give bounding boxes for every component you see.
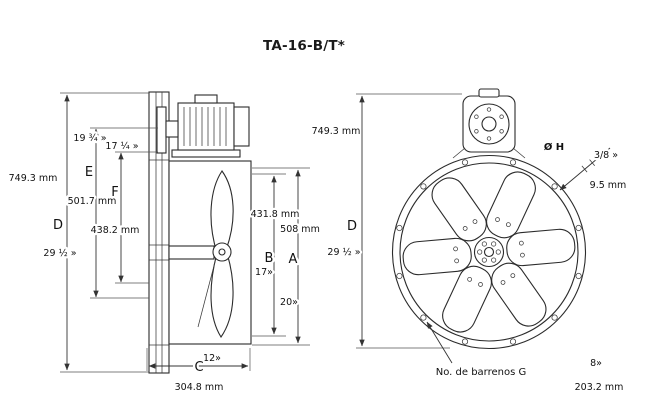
dim-a bbox=[252, 167, 310, 346]
dim-d-letter-left: D bbox=[53, 218, 63, 233]
hole-diameter-label: Ø H bbox=[544, 141, 564, 153]
side-view-propeller bbox=[168, 170, 234, 338]
dim-g-in: 8» bbox=[590, 358, 602, 369]
fan-hub bbox=[473, 236, 505, 268]
motor-face-bolts bbox=[474, 107, 504, 141]
hub-center bbox=[218, 248, 226, 256]
dim-f-mm: 438.2 mm bbox=[91, 225, 140, 236]
hole-in: 3/8 » bbox=[594, 150, 618, 161]
side-view: 749.3 mm D 29 ½ » 19 ¾ » E 501.7 mm 17 ¼… bbox=[9, 91, 322, 393]
dim-b-in: 17» bbox=[255, 267, 273, 278]
rim-bolt-holes bbox=[396, 159, 582, 345]
dim-b-letter: B bbox=[265, 251, 274, 266]
dim-c-mm: 304.8 mm bbox=[175, 382, 224, 393]
dim-d-in-right: 29 ½ » bbox=[327, 247, 360, 258]
dim-e-mm: 501.7 mm bbox=[68, 196, 117, 207]
dim-b-mm: 431.8 mm bbox=[251, 209, 300, 220]
front-view: 749.3 mm D 29 ½ » Ø H 3/8 » 9.5 mm No. d… bbox=[312, 88, 629, 393]
dim-d-right bbox=[356, 93, 462, 349]
motor-end-cap bbox=[233, 106, 250, 147]
motor-terminal-box bbox=[194, 94, 218, 104]
dim-d-in-left: 29 ½ » bbox=[43, 248, 76, 259]
dim-c-in: 12» bbox=[203, 353, 221, 364]
dim-b bbox=[252, 173, 286, 337]
hole-diameter-callout bbox=[559, 147, 611, 191]
side-view-panel bbox=[148, 91, 170, 374]
dim-a-in: 20» bbox=[280, 297, 298, 308]
fan-blades bbox=[402, 171, 576, 333]
motor-pulley bbox=[156, 106, 167, 154]
front-view-motor bbox=[452, 88, 526, 159]
dim-f-in: 17 ¼ » bbox=[105, 141, 138, 152]
dim-g-mm: 203.2 mm bbox=[575, 382, 624, 393]
motor-top-cap bbox=[478, 88, 500, 98]
motor-ribs bbox=[183, 107, 227, 146]
drawing-title: TA-16-B/T* bbox=[262, 38, 346, 54]
hub-arm bbox=[168, 245, 215, 260]
dim-d-left bbox=[60, 92, 149, 373]
motor-shaft bbox=[165, 120, 179, 138]
dim-e-in: 19 ¾ » bbox=[73, 133, 106, 144]
hub-center-hole bbox=[483, 246, 495, 258]
fan-ring-inner bbox=[399, 162, 579, 342]
dim-c-letter: C bbox=[194, 360, 203, 375]
dim-f-letter: F bbox=[111, 185, 118, 200]
dim-d-mm-left: 749.3 mm bbox=[9, 173, 58, 184]
dim-a-letter: A bbox=[289, 252, 298, 267]
hole-mm: 9.5 mm bbox=[590, 180, 627, 191]
blade-strut bbox=[197, 261, 216, 328]
holes-note: No. de barrenos G bbox=[436, 367, 527, 378]
dim-d-letter-right: D bbox=[347, 219, 357, 234]
side-view-motor bbox=[156, 94, 250, 158]
dim-e bbox=[90, 127, 158, 299]
dim-e-letter: E bbox=[85, 165, 93, 180]
holes-note-arrow bbox=[426, 321, 453, 364]
dim-f bbox=[115, 151, 158, 284]
dim-c bbox=[146, 348, 251, 371]
dim-d-mm-right: 749.3 mm bbox=[312, 126, 361, 137]
dim-a-mm: 508 mm bbox=[280, 224, 320, 235]
